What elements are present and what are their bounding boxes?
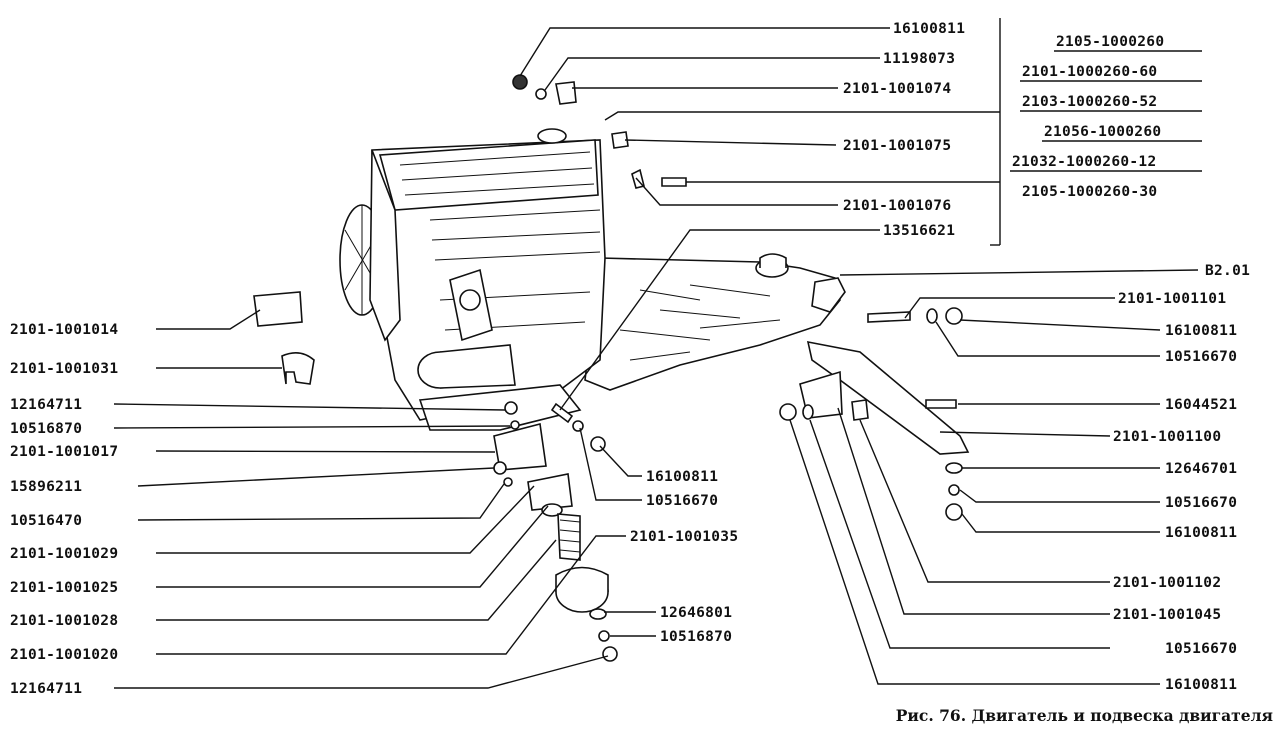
engine-gearbox-assembly — [339, 128, 846, 431]
label-10516870-mid: 10516870 — [660, 629, 732, 645]
label-2101-1001017: 2101-1001017 — [10, 444, 118, 460]
label-10516670-b: 10516670 — [1165, 495, 1237, 511]
label-16100811-top: 16100811 — [893, 21, 965, 37]
assembly-number: 2103-1000260-52 — [1022, 94, 1157, 110]
label-16100811-b: 16100811 — [1165, 525, 1237, 541]
assembly-number: 2105-1000260 — [1056, 34, 1164, 50]
label-2101-1001102: 2101-1001102 — [1113, 575, 1221, 591]
label-11198073: 11198073 — [883, 51, 955, 67]
label-16044521: 16044521 — [1165, 397, 1237, 413]
label-13516621: 13516621 — [883, 223, 955, 239]
label-2101-1001100: 2101-1001100 — [1113, 429, 1221, 445]
label-2101-1001025: 2101-1001025 — [10, 580, 118, 596]
label-2101-1001075: 2101-1001075 — [843, 138, 951, 154]
label-16100811-c: 16100811 — [1165, 677, 1237, 693]
label-12164711-a: 12164711 — [10, 397, 82, 413]
label-10516670-mid: 10516670 — [646, 493, 718, 509]
leader-lines — [113, 18, 1199, 689]
label-2101-1001076: 2101-1001076 — [843, 198, 951, 214]
assembly-number: 21032-1000260-12 — [1012, 154, 1156, 170]
figure-caption: Рис. 76. Двигатель и подвеска двигателя — [896, 706, 1273, 725]
label-2101-1001035: 2101-1001035 — [630, 529, 738, 545]
assembly-number: 21056-1000260 — [1044, 124, 1161, 140]
label-2101-1001031: 2101-1001031 — [10, 361, 118, 377]
label-16100811-mid: 16100811 — [646, 469, 718, 485]
label-2101-1001014: 2101-1001014 — [10, 322, 118, 338]
label-2101-1001028: 2101-1001028 — [10, 613, 118, 629]
assembly-number: 2101-1000260-60 — [1022, 64, 1157, 80]
label-12646801: 12646801 — [660, 605, 732, 621]
label-2101-1001101: 2101-1001101 — [1118, 291, 1226, 307]
label-10516670-c: 10516670 — [1165, 641, 1237, 657]
label-10516470: 10516470 — [10, 513, 82, 529]
label-2101-1001074: 2101-1001074 — [843, 81, 951, 97]
label-10516870: 10516870 — [10, 421, 82, 437]
label-10516670-a: 10516670 — [1165, 349, 1237, 365]
label-16100811-a: 16100811 — [1165, 323, 1237, 339]
assembly-number: 2105-1000260-30 — [1022, 184, 1157, 200]
label-2101-1001029: 2101-1001029 — [10, 546, 118, 562]
assembly-number-list: 2105-1000260 2101-1000260-60 2103-100026… — [1010, 34, 1202, 200]
small-parts — [253, 74, 970, 662]
label-12164711-b: 12164711 — [10, 681, 82, 697]
part-labels: 16100811 11198073 2101-1001074 2101-1001… — [10, 21, 1250, 697]
label-12646701: 12646701 — [1165, 461, 1237, 477]
label-2101-1001020: 2101-1001020 — [10, 647, 118, 663]
label-15896211: 15896211 — [10, 479, 82, 495]
label-b201: B2.01 — [1205, 263, 1250, 279]
label-2101-1001045: 2101-1001045 — [1113, 607, 1221, 623]
